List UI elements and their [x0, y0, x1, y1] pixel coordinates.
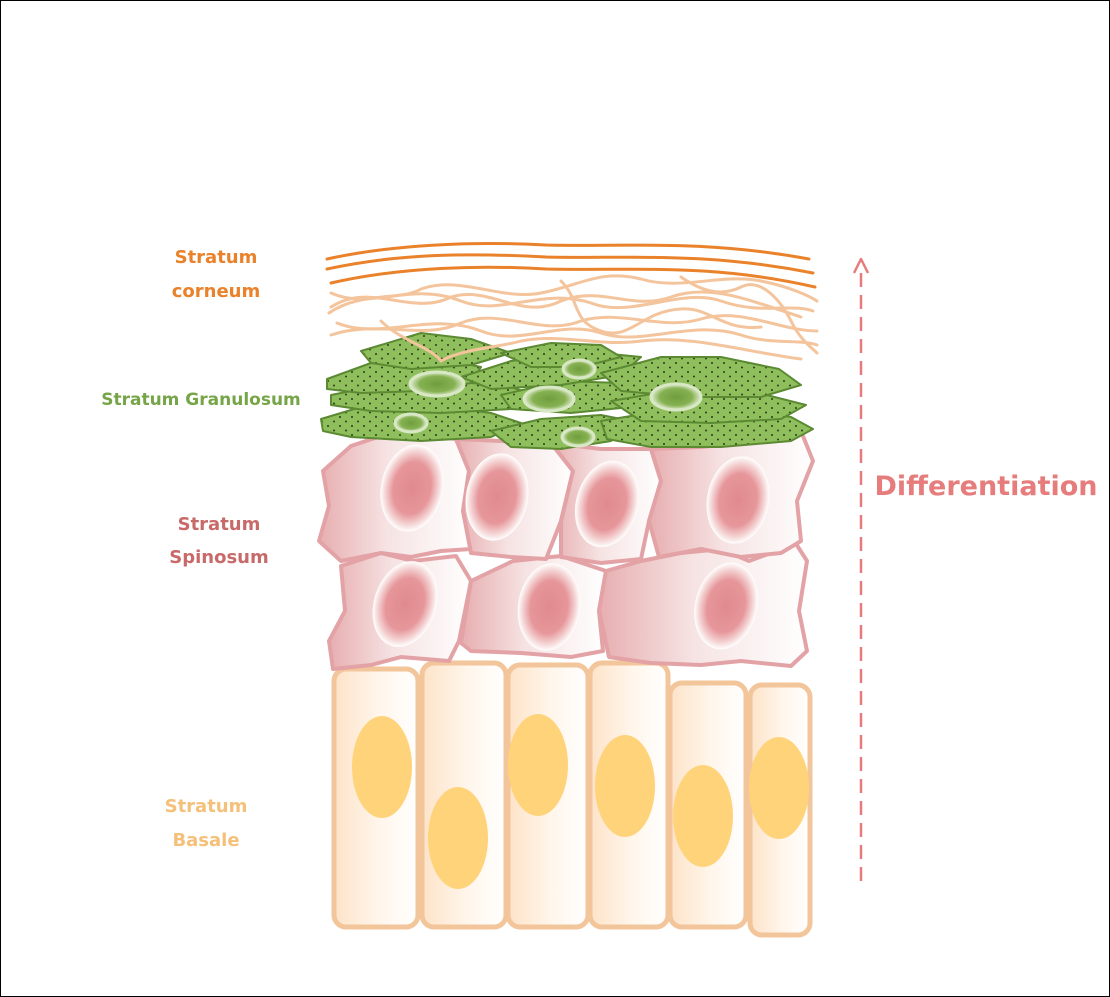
differentiation-arrow	[854, 259, 868, 881]
label-corneum-line1: Stratum	[175, 247, 258, 268]
label-granulosum: Stratum Granulosum	[101, 390, 301, 410]
granular-nucleus	[395, 414, 427, 432]
label-differentiation: Differentiation	[874, 471, 1097, 502]
basal-nucleus	[428, 787, 488, 889]
granular-nucleus	[563, 360, 595, 378]
basale-layer	[334, 663, 810, 935]
corneum-light-line	[561, 281, 761, 333]
arrowhead-icon	[854, 259, 868, 273]
granular-nucleus	[524, 387, 574, 411]
basal-nucleus	[352, 716, 412, 818]
granular-cell	[361, 333, 511, 369]
basal-nucleus	[595, 735, 655, 837]
granular-nucleus	[410, 372, 464, 396]
granular-nucleus	[562, 428, 594, 446]
basal-nucleus	[749, 737, 809, 839]
basal-nucleus	[508, 714, 568, 816]
label-basale-line1: Stratum	[165, 796, 248, 817]
label-basale-line2: Basale	[172, 830, 239, 851]
granular-nucleus	[651, 384, 701, 410]
granulosum-layer	[321, 333, 813, 449]
spinosum-layer	[319, 431, 813, 669]
label-spinosum-line1: Stratum	[178, 514, 261, 535]
label-corneum-line2: corneum	[172, 281, 261, 302]
label-spinosum-line2: Spinosum	[169, 547, 268, 568]
basal-nucleus	[673, 765, 733, 867]
